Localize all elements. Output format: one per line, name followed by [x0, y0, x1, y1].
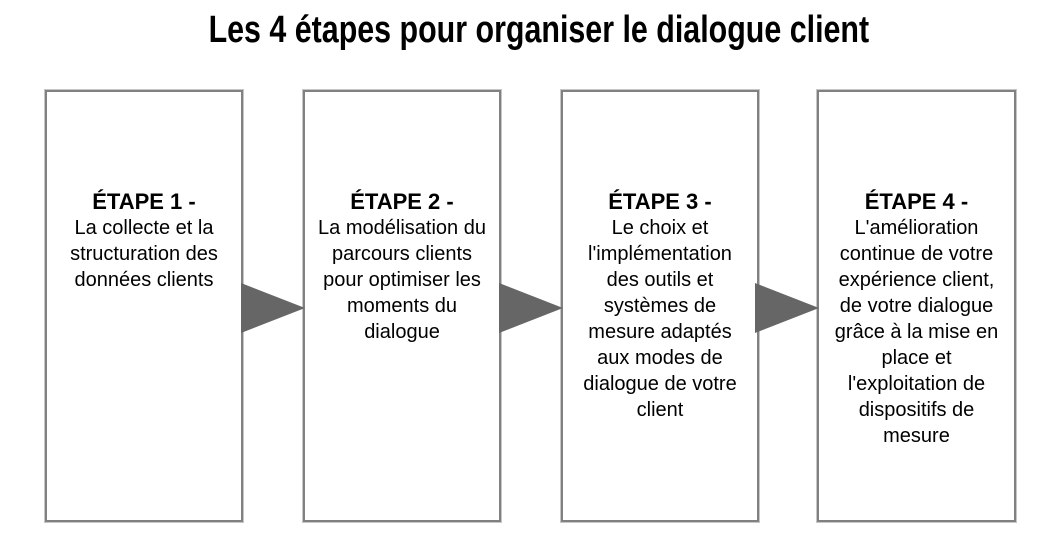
step-1-body: La collecte et la structuration des donn…	[70, 217, 218, 291]
step-2-body: La modélisation du parcours clients pour…	[318, 217, 486, 343]
step-3-heading: ÉTAPE 3 -	[608, 189, 712, 214]
diagram-title: Les 4 étapes pour organiser le dialogue …	[0, 4, 1061, 56]
step-2-heading: ÉTAPE 2 -	[350, 189, 454, 214]
step-1-heading: ÉTAPE 1 -	[92, 189, 196, 214]
step-4-heading: ÉTAPE 4 -	[864, 189, 969, 214]
step-box-1: ÉTAPE 1 - La collecte et la structuratio…	[45, 90, 243, 522]
step-box-2: ÉTAPE 2 - La modélisation du parcours cl…	[303, 90, 501, 522]
arrow-right-icon	[755, 283, 819, 333]
arrow-right-icon	[499, 283, 563, 333]
step-4-body: L'amélioration continue de votre expérie…	[834, 217, 999, 447]
step-3-body: Le choix et l'implémentation des outils …	[583, 217, 737, 421]
arrow-right-icon	[241, 283, 305, 333]
step-box-3: ÉTAPE 3 - Le choix et l'implémentation d…	[561, 90, 759, 522]
step-box-4: ÉTAPE 4 - L'amélioration continue de vot…	[817, 90, 1016, 522]
diagram-title-text: Les 4 étapes pour organiser le dialogue …	[208, 9, 869, 51]
